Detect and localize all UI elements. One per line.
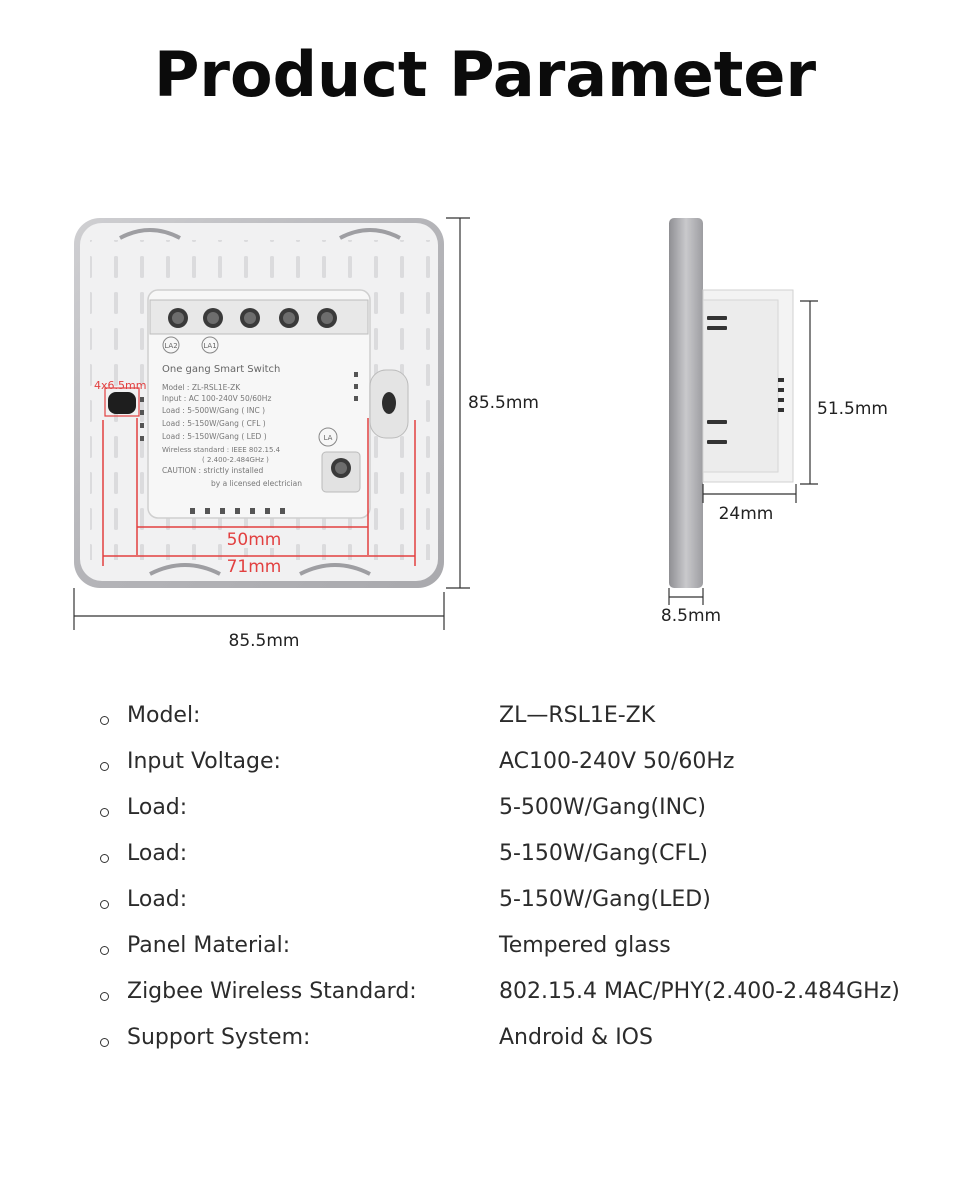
dim-50mm-label: 50mm: [227, 530, 282, 550]
spec-value: Tempered glass: [499, 933, 671, 958]
terminal-screws: [168, 308, 337, 328]
module-caution-2: by a licensed electrician: [211, 479, 302, 488]
spec-label: Support System:: [127, 1025, 311, 1050]
module-caution: CAUTION : strictly installed: [162, 466, 264, 475]
spec-label: Input Voltage:: [127, 749, 281, 774]
spec-value: 802.15.4 MAC/PHY(2.400-2.484GHz): [499, 979, 900, 1004]
spec-label: Load:: [127, 795, 188, 820]
spec-value: ZL—RSL1E-ZK: [499, 703, 656, 728]
side-glass-panel: [669, 218, 703, 588]
product-dimension-diagram: LA2 LA1 LA One gang Smart Switch Model :…: [73, 217, 888, 651]
spec-label: Zigbee Wireless Standard:: [127, 979, 417, 1004]
side-panel-dimension: [668, 588, 704, 605]
front-height-dimension: [446, 217, 470, 589]
terminal-la-label: LA: [324, 434, 333, 442]
page-title: Product Parameter: [153, 38, 817, 111]
mounting-hole: [108, 392, 136, 414]
side-height-dimension: [800, 300, 818, 485]
spec-row-input-voltage: Input Voltage: AC100-240V 50/60Hz: [0, 749, 970, 795]
bullet-icon: [100, 946, 109, 955]
spec-label: Panel Material:: [127, 933, 291, 958]
bullet-icon: [100, 808, 109, 817]
spec-label: Load:: [127, 841, 188, 866]
front-height-label: 85.5mm: [468, 393, 539, 413]
module-load-cfl: Load : 5-150W/Gang ( CFL ): [162, 419, 266, 428]
clip-top-left: [119, 228, 181, 240]
spec-value: 5-150W/Gang(CFL): [499, 841, 708, 866]
dim-hole-label: 4x6.5mm: [94, 379, 146, 392]
bullet-icon: [100, 716, 109, 725]
spec-label: Model:: [127, 703, 201, 728]
red-dimension-lines: [102, 387, 416, 566]
module-vent-dots: [140, 372, 358, 514]
front-width-label: 85.5mm: [229, 631, 300, 651]
module-model: Model : ZL-RSL1E-ZK: [162, 383, 241, 392]
bullet-icon: [100, 900, 109, 909]
spec-row-wireless-standard: Zigbee Wireless Standard: 802.15.4 MAC/P…: [0, 979, 970, 1025]
clip-bottom-left: [149, 563, 221, 576]
clip-top-right: [339, 228, 401, 240]
module-input: Input : AC 100-240V 50/60Hz: [162, 394, 271, 403]
clip-bottom-right: [299, 563, 371, 576]
side-vent-slots: [707, 316, 784, 444]
terminal-la2-label: LA2: [164, 342, 177, 350]
bullet-icon: [100, 992, 109, 1001]
front-view: LA2 LA1 LA One gang Smart Switch Model :…: [73, 217, 539, 651]
bullet-icon: [100, 854, 109, 863]
spec-value: AC100-240V 50/60Hz: [499, 749, 735, 774]
spec-row-panel-material: Panel Material: Tempered glass: [0, 933, 970, 979]
spec-row-load-inc: Load: 5-500W/Gang(INC): [0, 795, 970, 841]
spec-row-load-led: Load: 5-150W/Gang(LED): [0, 887, 970, 933]
side-depth-dimension: [702, 484, 797, 503]
dim-71mm-label: 71mm: [227, 557, 282, 577]
side-height-label: 51.5mm: [817, 399, 888, 419]
spec-value: 5-500W/Gang(INC): [499, 795, 707, 820]
module-load-inc: Load : 5-500W/Gang ( INC ): [162, 406, 265, 415]
terminal-la1-label: LA1: [203, 342, 216, 350]
spec-label: Load:: [127, 887, 188, 912]
side-panel-label: 8.5mm: [661, 606, 721, 626]
module-name: One gang Smart Switch: [162, 364, 280, 375]
side-depth-label: 24mm: [719, 504, 774, 524]
module-freq: ( 2.400-2.484GHz ): [202, 456, 269, 464]
spec-value: 5-150W/Gang(LED): [499, 887, 711, 912]
bullet-icon: [100, 1038, 109, 1047]
module-wireless: Wireless standard : IEEE 802.15.4: [162, 446, 281, 454]
module-load-led: Load : 5-150W/Gang ( LED ): [162, 432, 267, 441]
bullet-icon: [100, 762, 109, 771]
front-width-dimension: [73, 588, 445, 630]
spec-value: Android & IOS: [499, 1025, 653, 1050]
spec-row-model: Model: ZL—RSL1E-ZK: [0, 703, 970, 749]
spec-row-support-system: Support System: Android & IOS: [0, 1025, 970, 1071]
spec-row-load-cfl: Load: 5-150W/Gang(CFL): [0, 841, 970, 887]
side-view: 51.5mm 24mm 8.5mm: [661, 218, 888, 626]
